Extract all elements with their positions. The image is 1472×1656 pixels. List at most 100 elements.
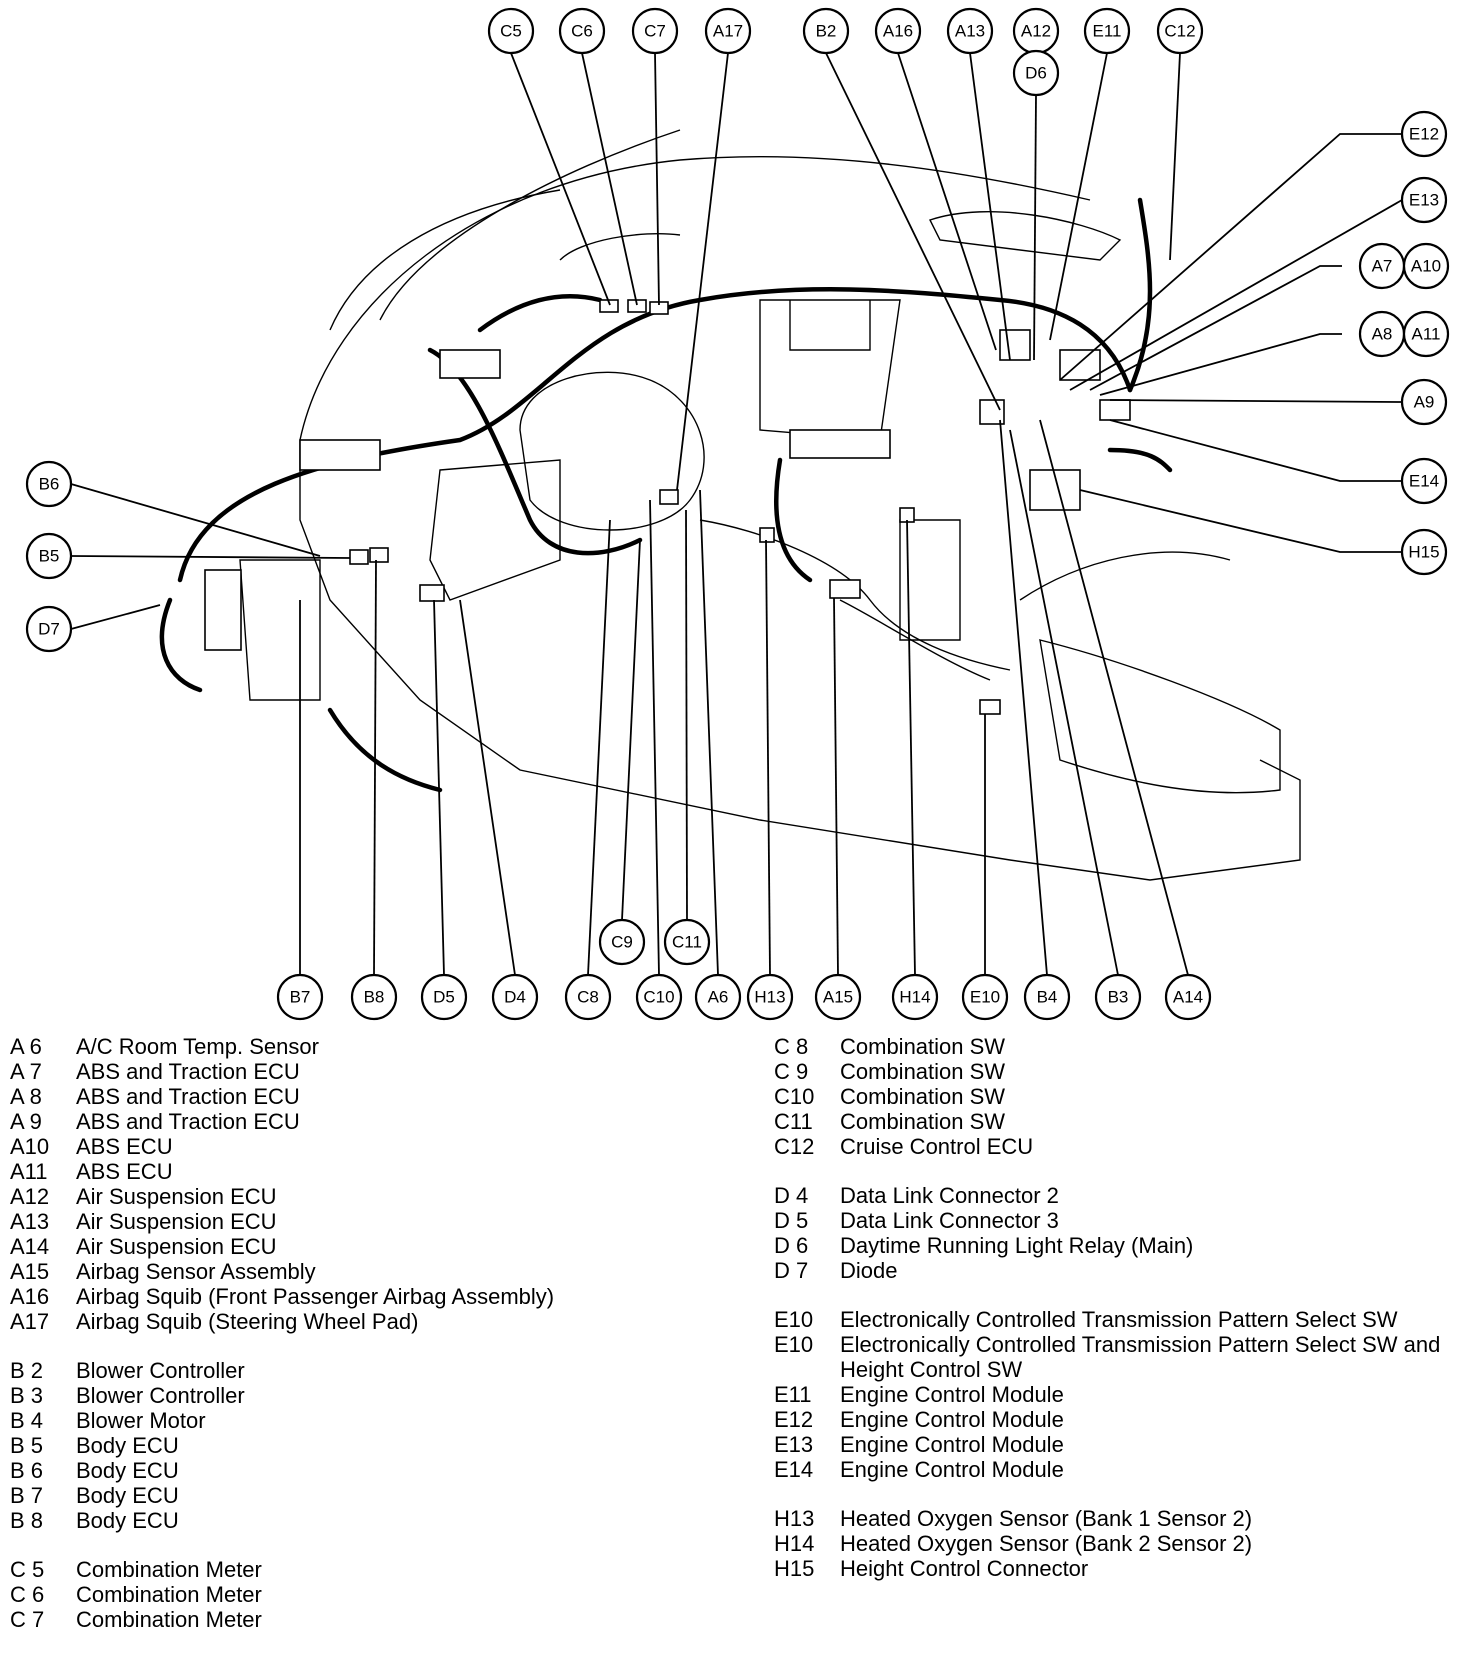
callout-B7: B7 (276, 973, 324, 1021)
callout-E10: E10 (961, 973, 1009, 1021)
legend-code: A12 (10, 1184, 50, 1209)
legend-description: Engine Control Module (840, 1407, 1064, 1432)
legend-code: A17 (10, 1309, 50, 1334)
legend-code: C11 (774, 1109, 813, 1134)
legend-description: Engine Control Module (840, 1382, 1064, 1407)
callout-C7: C7 (631, 7, 679, 55)
legend-description: Air Suspension ECU (76, 1234, 277, 1259)
callout-A16: A16 (874, 7, 922, 55)
legend-description: Combination SW (840, 1084, 1006, 1109)
svg-text:D6: D6 (1025, 64, 1047, 83)
svg-text:B6: B6 (39, 475, 60, 494)
legend-code: E14 (774, 1457, 814, 1482)
legend-code: B 2 (10, 1358, 44, 1383)
svg-text:A10: A10 (1411, 257, 1441, 276)
legend-code: C 5 (10, 1557, 45, 1582)
callout-D6: D6 (1012, 49, 1060, 97)
svg-text:C10: C10 (643, 988, 674, 1007)
legend-description: Blower Motor (76, 1408, 206, 1433)
legend-entry: B 5 Body ECU (10, 1433, 710, 1458)
callout-E13: E13 (1400, 176, 1448, 224)
svg-text:E12: E12 (1409, 125, 1439, 144)
legend-description: Body ECU (76, 1483, 179, 1508)
callout-B4: B4 (1023, 973, 1071, 1021)
svg-text:E14: E14 (1409, 472, 1439, 491)
legend-code: A11 (10, 1159, 48, 1184)
legend-code: A15 (10, 1259, 50, 1284)
callout-A13: A13 (946, 7, 994, 55)
svg-text:B2: B2 (816, 22, 837, 41)
svg-text:A7: A7 (1372, 257, 1393, 276)
legend-code: B 8 (10, 1508, 44, 1533)
legend-description: ABS and Traction ECU (76, 1059, 300, 1084)
callout-D4: D4 (491, 973, 539, 1021)
svg-text:E11: E11 (1093, 22, 1122, 41)
svg-text:C6: C6 (571, 22, 593, 41)
callout-A14: A14 (1164, 973, 1212, 1021)
callout-A11: A11 (1402, 310, 1450, 358)
legend-code: A 6 (10, 1034, 42, 1059)
legend-code: E12 (774, 1407, 814, 1432)
legend-entry: E12 Engine Control Module (774, 1407, 1464, 1432)
legend-description: A/C Room Temp. Sensor (76, 1034, 319, 1059)
legend-code: D 5 (774, 1208, 809, 1233)
legend-code: C12 (774, 1134, 815, 1159)
legend-description: Blower Controller (76, 1383, 245, 1408)
legend-code: A10 (10, 1134, 50, 1159)
callout-A7: A7 (1358, 242, 1406, 290)
callout-E14: E14 (1400, 457, 1448, 505)
legend-description: Heated Oxygen Sensor (Bank 2 Sensor 2) (840, 1531, 1253, 1556)
svg-text:A17: A17 (713, 22, 743, 41)
legend-description: Engine Control Module (840, 1457, 1064, 1482)
svg-text:H14: H14 (899, 988, 930, 1007)
legend-description: Blower Controller (76, 1358, 245, 1383)
svg-text:A11: A11 (1412, 325, 1441, 344)
legend-code: B 4 (10, 1408, 44, 1433)
legend-code: B 7 (10, 1483, 44, 1508)
legend-description: Electronically Controlled Transmission P… (840, 1307, 1398, 1332)
svg-text:E10: E10 (970, 988, 1000, 1007)
legend-description: Daytime Running Light Relay (Main) (840, 1233, 1194, 1258)
legend-description: Body ECU (76, 1433, 179, 1458)
legend-description: Combination SW (840, 1034, 1006, 1059)
legend-description: Engine Control Module (840, 1432, 1064, 1457)
callout-B8: B8 (350, 973, 398, 1021)
callout-H14: H14 (891, 973, 939, 1021)
legend-code: B 5 (10, 1433, 44, 1458)
svg-text:B5: B5 (39, 547, 60, 566)
legend-code: H14 (774, 1531, 815, 1556)
callout-H15: H15 (1400, 528, 1448, 576)
component-parts (204, 299, 1131, 715)
legend-code: A13 (10, 1209, 50, 1234)
callout-A17: A17 (704, 7, 752, 55)
callout-E12: E12 (1400, 110, 1448, 158)
legend-code: E13 (774, 1432, 814, 1457)
legend-code: A14 (10, 1234, 50, 1259)
svg-text:B4: B4 (1037, 988, 1058, 1007)
svg-text:A14: A14 (1173, 988, 1203, 1007)
svg-text:C12: C12 (1164, 22, 1195, 41)
legend-entry: A 6 A/C Room Temp. Sensor (10, 1034, 710, 1059)
legend-description: Combination Meter (76, 1582, 262, 1607)
svg-text:A8: A8 (1372, 325, 1393, 344)
